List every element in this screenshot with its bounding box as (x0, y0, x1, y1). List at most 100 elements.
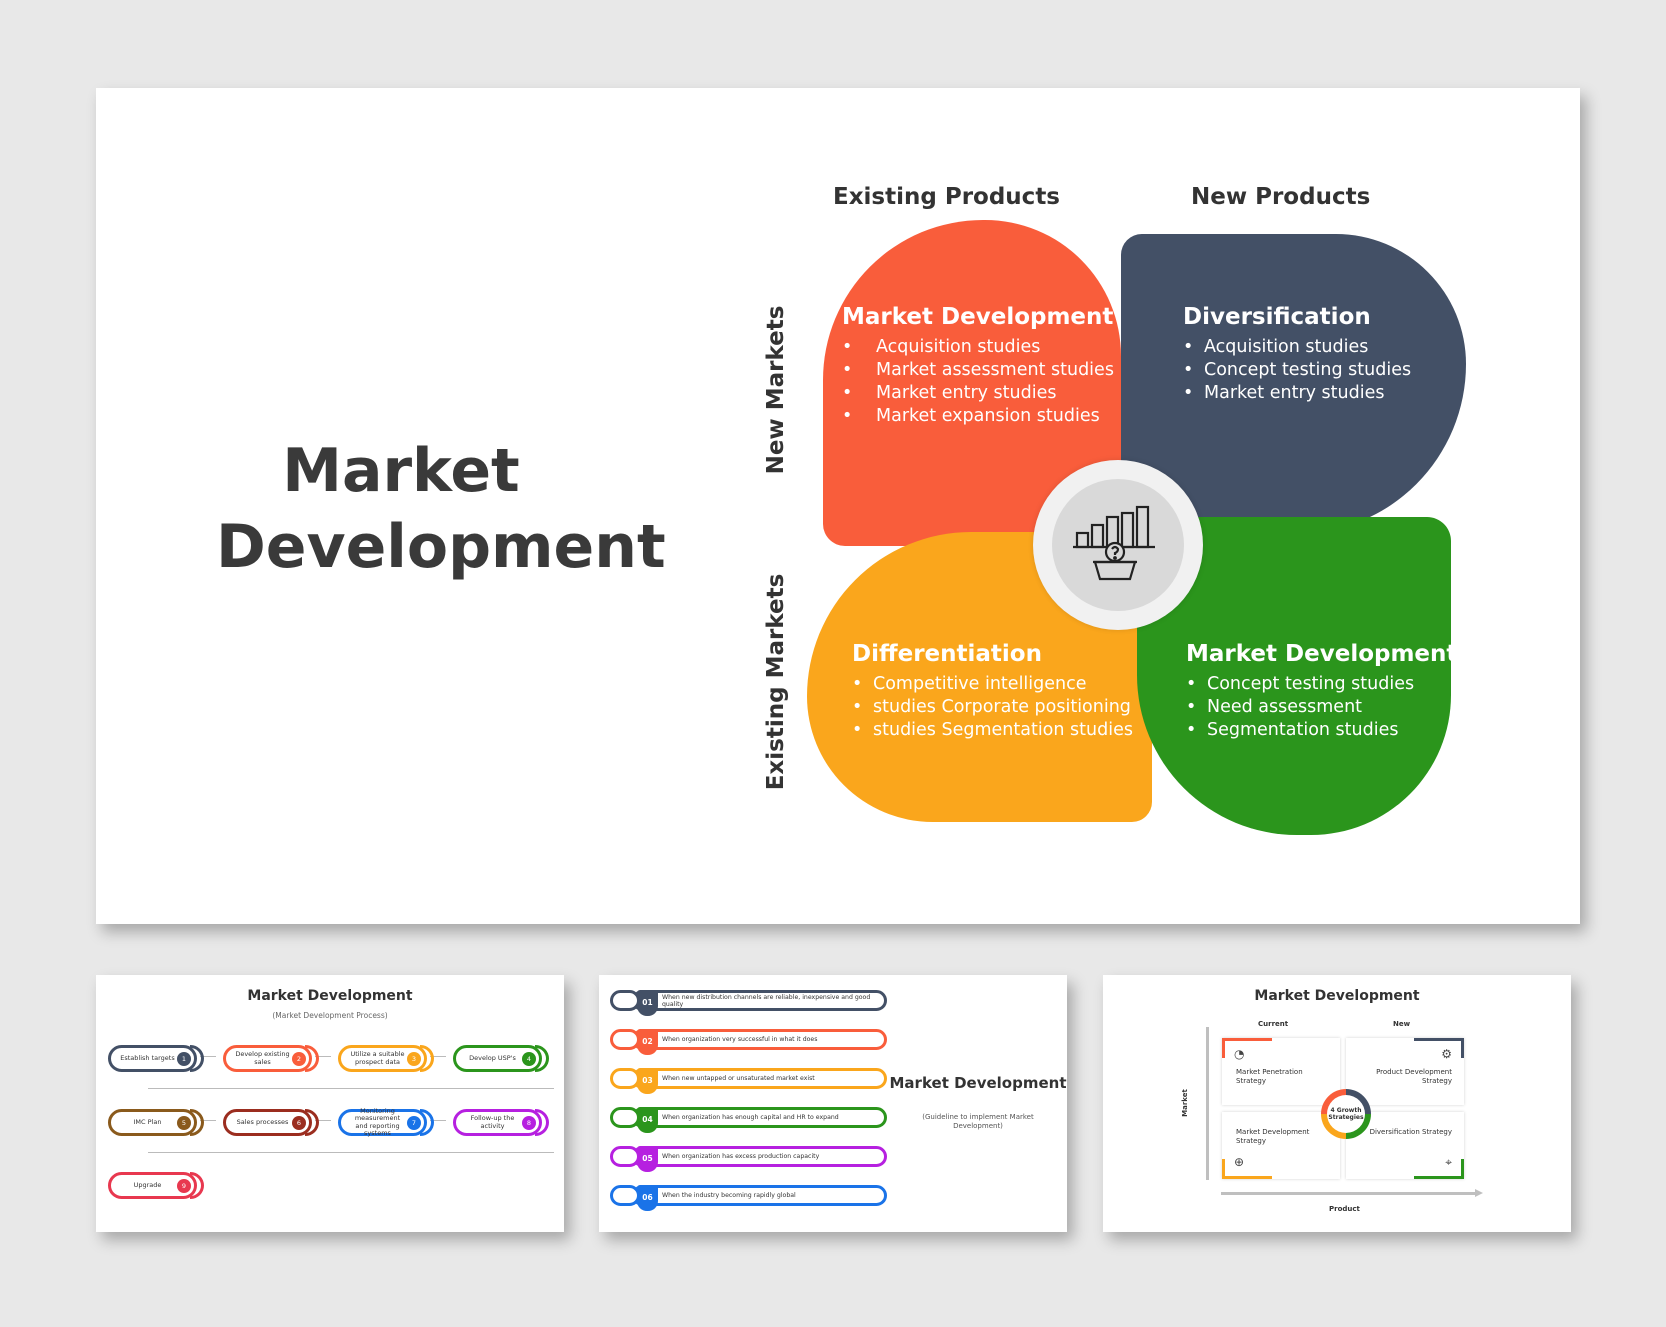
bar-cap (610, 1068, 640, 1089)
quadrant-differentiation: Differentiation Competitive intelligence… (852, 639, 1133, 742)
thumb-title: Market Development (247, 988, 413, 1004)
globe-hand-icon: ⊕ (1234, 1155, 1245, 1169)
corner-accent (1222, 1159, 1272, 1179)
corner-accent (1222, 1038, 1272, 1058)
step-number: 5 (177, 1116, 191, 1130)
connector (315, 1120, 331, 1121)
thumb-subtitle: (Market Development Process) (272, 1011, 388, 1020)
process-step-4[interactable]: Develop USP's 4 (453, 1045, 549, 1072)
bar-cap (610, 990, 640, 1011)
column-header-existing-products: Existing Products (833, 184, 1061, 210)
step-label: Establish targets (120, 1053, 175, 1062)
corner-accent (1414, 1038, 1464, 1058)
center-circle (1052, 479, 1184, 611)
column-header-new-products: New Products (1191, 184, 1371, 210)
growth-strategies-label: 4 Growth Strategies (1327, 1095, 1365, 1133)
step-number: 6 (292, 1116, 306, 1130)
item-number: 04 (637, 1107, 658, 1133)
quadrant-title: Market Development (1186, 641, 1458, 667)
step-number: 4 (522, 1052, 536, 1066)
process-step-7[interactable]: Monitoring measurement and reporting sys… (338, 1107, 434, 1137)
step-label: Upgrade (133, 1180, 162, 1189)
strategy-label: Product Development Strategy (1376, 1068, 1452, 1085)
list-item: studies Corporate positioning (852, 696, 1133, 719)
step-tail (535, 1045, 549, 1072)
item-number: 01 (637, 990, 658, 1016)
title-line-2: Development (216, 512, 666, 582)
connector (430, 1056, 446, 1057)
column-label-new: New (1393, 1020, 1411, 1028)
step-number: 7 (407, 1116, 421, 1130)
strategy-label: Market Development Strategy (1236, 1128, 1310, 1145)
x-axis-arrow (1475, 1189, 1483, 1197)
list-item: Concept testing studies (1186, 673, 1457, 696)
y-axis-label: Market (1180, 1089, 1189, 1117)
bar-cap (610, 1029, 640, 1050)
step-tail (305, 1045, 319, 1072)
item-text: When new untapped or unsaturated market … (662, 1075, 815, 1082)
item-text: When organization has excess production … (662, 1153, 820, 1160)
quadrant-title: Market Development (842, 304, 1114, 330)
bar-cap (610, 1185, 640, 1206)
strategy-market-penetration[interactable]: ◔ Market Penetration Strategy (1222, 1038, 1340, 1105)
process-step-9[interactable]: Upgrade 9 (108, 1172, 204, 1199)
x-axis (1221, 1192, 1479, 1195)
quadrant-diversification: Diversification Acquisition studies Conc… (1183, 302, 1411, 405)
main-slide[interactable]: Market Development Existing Products New… (96, 88, 1580, 924)
item-text: When organization very successful in wha… (662, 1036, 818, 1043)
step-label: Develop existing sales (235, 1050, 290, 1066)
thumbnail-4-growth-strategies[interactable]: Market Development Current New Market Pr… (1103, 975, 1571, 1232)
row-header-existing-markets: Existing Markets (763, 573, 789, 791)
step-number: 3 (407, 1052, 421, 1066)
guideline-item-5[interactable]: 05 When organization has excess productio… (610, 1146, 887, 1172)
step-tail (420, 1045, 434, 1072)
column-label-current: Current (1258, 1020, 1289, 1028)
x-axis-label: Product (1329, 1205, 1360, 1213)
list-item: Segmentation studies (1186, 719, 1457, 742)
list-item: Market entry studies (1183, 382, 1411, 405)
step-tail (305, 1109, 319, 1136)
connector (315, 1056, 331, 1057)
thumb-title: Market Development (889, 1074, 1067, 1092)
strategy-label: Market Penetration Strategy (1236, 1068, 1303, 1085)
step-label: Sales processes (236, 1117, 289, 1126)
connector (148, 1152, 554, 1153)
thumb-title: Market Development (1254, 988, 1420, 1004)
item-number: 05 (637, 1146, 658, 1172)
item-text: When organization has enough capital and… (662, 1114, 839, 1121)
bar-cap (610, 1146, 640, 1167)
item-text: When the industry becoming rapidly globa… (662, 1192, 796, 1199)
list-item: Acquisition studies (842, 336, 1114, 359)
connector (200, 1056, 216, 1057)
guideline-item-4[interactable]: 04 When organization has enough capital a… (610, 1107, 887, 1133)
step-tail (535, 1109, 549, 1136)
thumbnail-market-development-process[interactable]: Market Development (Market Development P… (96, 975, 564, 1232)
list-item: Market assessment studies (842, 359, 1114, 382)
step-tail (190, 1045, 204, 1072)
step-number: 8 (522, 1116, 536, 1130)
list-item: Competitive intelligence (852, 673, 1133, 696)
quadrant-title: Diversification (1183, 304, 1371, 330)
step-number: 9 (177, 1179, 191, 1193)
strategy-market-development[interactable]: Market Development Strategy ⊕ (1222, 1112, 1340, 1179)
target-icon: ⌖ (1445, 1155, 1452, 1169)
list-item: studies Segmentation studies (852, 719, 1133, 742)
strategy-product-development[interactable]: ⚙ Product Development Strategy (1346, 1038, 1464, 1105)
step-tail (420, 1109, 434, 1136)
step-label: Develop USP's (469, 1053, 516, 1062)
list-item: Market entry studies (842, 382, 1114, 405)
list-item: Concept testing studies (1183, 359, 1411, 382)
step-label: Utilize a suitable prospect data (350, 1050, 405, 1066)
step-number: 1 (177, 1052, 191, 1066)
